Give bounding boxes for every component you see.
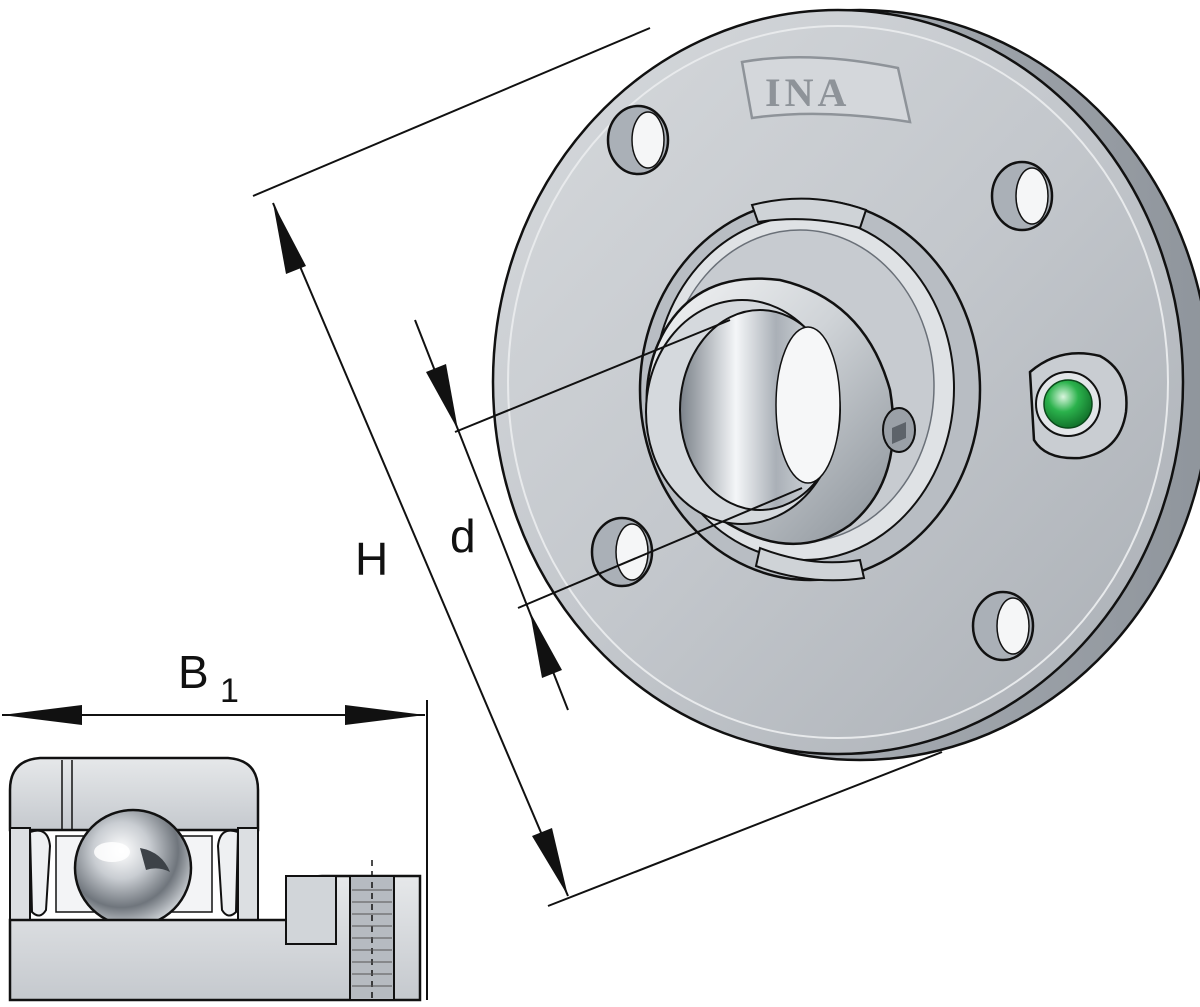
locking-collar	[645, 277, 895, 545]
ina-logo: INA	[740, 55, 912, 124]
dimension-b1: B 1	[2, 646, 428, 1000]
set-screw-thread	[349, 860, 395, 1001]
dimension-d: d	[414, 319, 803, 711]
bore-label: d	[450, 510, 476, 562]
rolling-ball	[73, 808, 193, 928]
mounting-hole-bottom-right	[971, 590, 1035, 662]
width-label: B	[178, 646, 209, 698]
bearing-cross-section	[8, 756, 422, 1002]
dimension-h: H	[252, 27, 943, 907]
grub-screw	[882, 407, 916, 453]
mounting-hole-top-right	[990, 160, 1054, 232]
lubrication-nipple	[1028, 352, 1128, 460]
mounting-hole-top-left	[606, 104, 670, 176]
mounting-hole-bottom-left	[590, 516, 654, 588]
width-label-subscript: 1	[220, 672, 239, 710]
svg-text:INA: INA	[765, 70, 850, 115]
height-label: H	[355, 533, 388, 585]
